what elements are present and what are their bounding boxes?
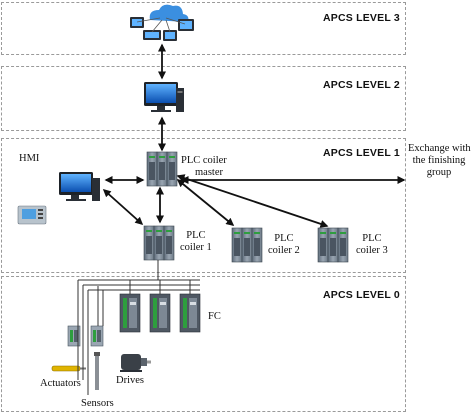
frequency-converter-1-icon [119,293,141,333]
hmi-panel-icon [17,205,47,225]
level0-title: APCS LEVEL 0 [323,289,400,301]
plc1-label: PLC coiler 1 [180,230,212,254]
level3-box [1,2,406,55]
level1-box [1,138,406,273]
plc2-label: PLC coiler 2 [268,233,300,257]
frequency-converter-2-icon [149,293,171,333]
level3-title: APCS LEVEL 3 [323,12,400,24]
plc-master-label-line2: master [195,167,223,178]
plc2-label-line2: coiler 2 [268,245,300,256]
fieldbus-lines [77,260,200,395]
plc-master-label-line1: PLC coiler [181,155,227,166]
cloud-network-icon [130,4,194,41]
exchange-label-line3: group [426,167,452,178]
plc-coiler-3-icon [317,227,349,263]
plc1-label-line1: PLC [186,230,206,241]
fc-label: FC [208,311,221,322]
frequency-converter-3-icon [179,293,201,333]
hmi-label: HMI [19,153,40,164]
server-workstation-icon [144,82,184,112]
plc-coiler-1-icon [143,225,175,261]
plc3-label-line1: PLC [362,233,382,244]
exchange-label: Exchange with the finishing group [408,143,471,179]
level0-box [1,276,406,412]
sensor-probe-icon [94,352,100,390]
plc3-label-line2: coiler 3 [356,245,388,256]
level2-title: APCS LEVEL 2 [323,79,400,91]
plc-master-label: PLC coiler master [181,155,227,179]
io-module-2-icon [90,325,104,347]
hmi-workstation-icon [59,172,100,201]
plc-coiler-2-icon [231,227,263,263]
sensors-label: Sensors [81,398,114,409]
io-module-1-icon [67,325,81,347]
exchange-label-line1: Exchange with [408,143,471,154]
drives-label: Drives [116,375,144,386]
connection-arrows [102,43,406,228]
level1-title: APCS LEVEL 1 [323,147,400,159]
level2-box [1,66,406,131]
actuator-cylinder-icon [51,365,86,372]
plc1-label-line2: coiler 1 [180,242,212,253]
exchange-label-line2: the finishing [412,155,466,166]
plc3-label: PLC coiler 3 [356,233,388,257]
motor-drive-icon [120,354,151,372]
plc2-label-line1: PLC [274,233,294,244]
actuators-label: Actuators [40,378,81,389]
plc-coiler-master-icon [146,151,178,187]
